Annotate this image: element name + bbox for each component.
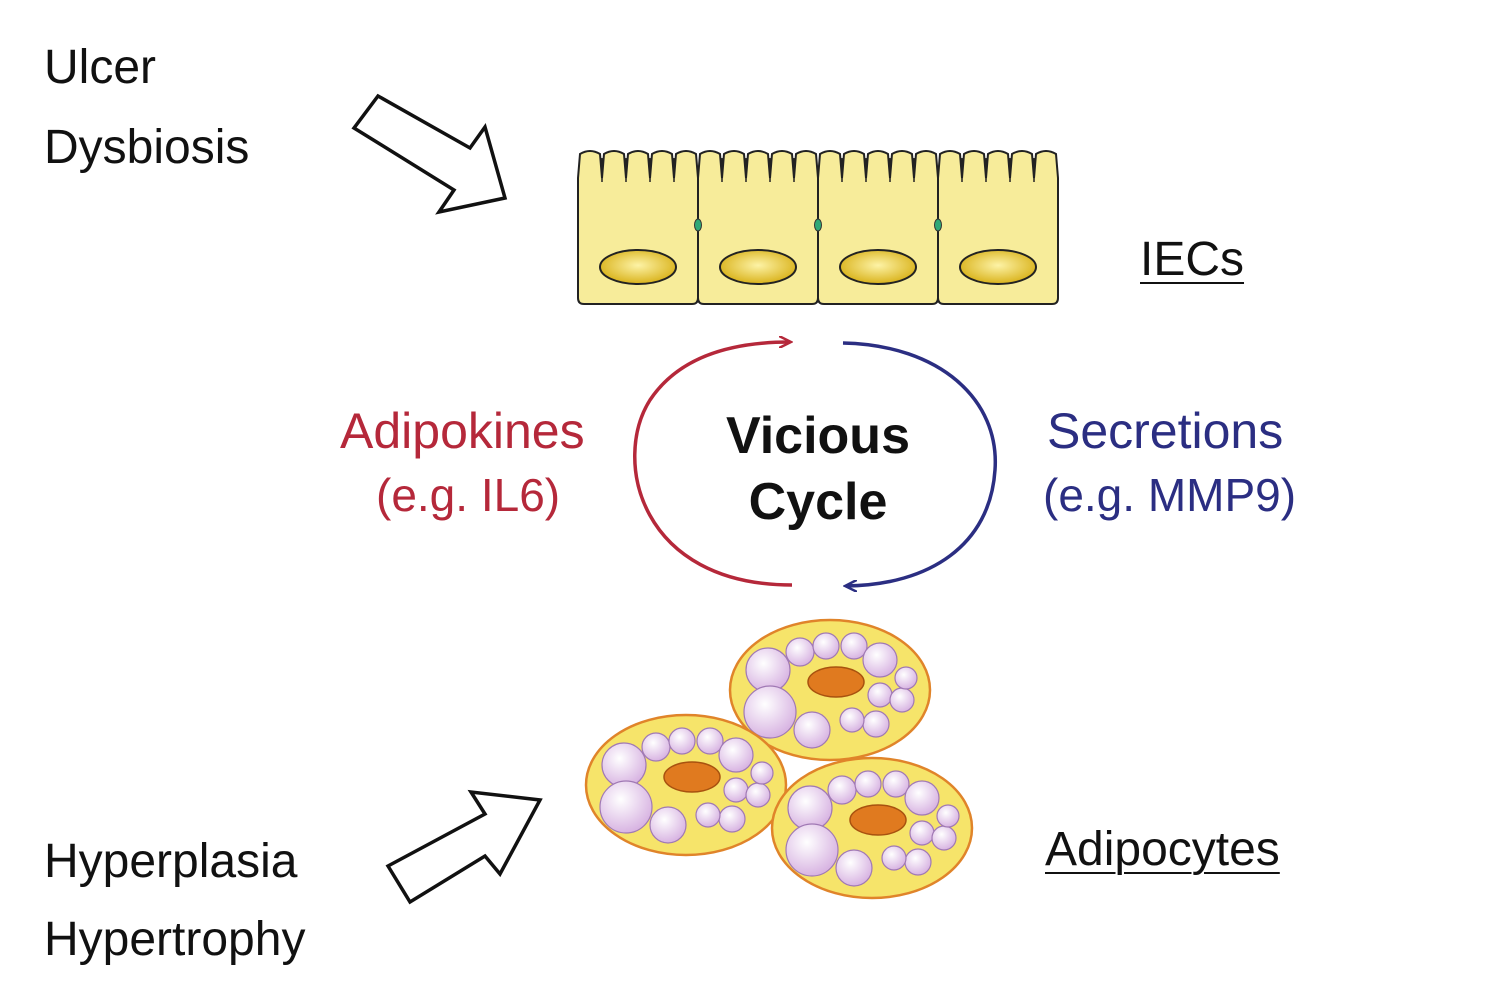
lipid-droplet <box>785 637 815 667</box>
tight-junction <box>694 218 702 232</box>
center-line2: Cycle <box>748 473 888 531</box>
lipid-droplet <box>835 849 873 887</box>
iec-label: IECs <box>1140 233 1245 286</box>
lipid-droplet <box>668 727 696 755</box>
lipid-droplet <box>827 775 857 805</box>
lipid-droplet <box>695 802 721 828</box>
lipid-droplet <box>894 666 918 690</box>
arrow-upper-left <box>351 93 508 215</box>
epithelial-cell <box>934 150 1059 305</box>
lipid-droplet <box>785 823 839 877</box>
lipid-droplet <box>882 770 910 798</box>
cell-nucleus <box>599 249 677 285</box>
lipid-droplet <box>787 785 833 831</box>
lipid-droplet <box>904 848 932 876</box>
lipid-droplet <box>867 682 893 708</box>
lipid-droplet <box>881 845 907 871</box>
adipokines-arrow <box>633 342 792 587</box>
epithelial-cell <box>814 150 939 305</box>
adipocyte <box>584 713 788 857</box>
center-line1: Vicious <box>725 407 910 465</box>
cause-dysbiosis: Dysbiosis <box>44 121 250 174</box>
lipid-droplet <box>696 727 724 755</box>
adipocyte-label: Adipocytes <box>1045 823 1280 876</box>
lipid-droplet <box>793 711 831 749</box>
lipid-droplet <box>745 647 791 693</box>
adipocyte <box>770 756 974 900</box>
lipid-droplet <box>743 685 797 739</box>
lipid-droplet <box>854 770 882 798</box>
lipid-droplet <box>839 707 865 733</box>
cause-hyperplasia: Hyperplasia <box>44 835 298 888</box>
adipocyte-nucleus <box>807 666 865 698</box>
arrow-lower-left <box>385 789 543 905</box>
lipid-droplet <box>718 805 746 833</box>
lipid-droplet <box>812 632 840 660</box>
cell-nucleus <box>719 249 797 285</box>
tight-junction <box>814 218 822 232</box>
lipid-droplet <box>641 732 671 762</box>
lipid-droplet <box>909 820 935 846</box>
lipid-droplet <box>718 737 754 773</box>
cell-nucleus <box>839 249 917 285</box>
secretions-example: (e.g. MMP9) <box>1043 469 1297 521</box>
epithelial-cell <box>577 150 699 305</box>
cause-hypertrophy: Hypertrophy <box>44 913 306 966</box>
lipid-droplet <box>889 687 915 713</box>
lipid-droplet <box>745 782 771 808</box>
lipid-droplet <box>723 777 749 803</box>
lipid-droplet <box>936 804 960 828</box>
lipid-droplet <box>862 710 890 738</box>
secretions-arrow <box>843 341 997 586</box>
adipocytes-cluster <box>584 618 974 900</box>
intestinal-epithelial-cells <box>577 150 1059 305</box>
lipid-droplet <box>750 761 774 785</box>
tight-junction <box>934 218 942 232</box>
lipid-droplet <box>601 742 647 788</box>
lipid-droplet <box>599 780 653 834</box>
cause-ulcer: Ulcer <box>44 41 157 94</box>
secretions-title: Secretions <box>1047 403 1284 459</box>
cell-nucleus <box>959 249 1037 285</box>
lipid-droplet <box>649 806 687 844</box>
lipid-droplet <box>862 642 898 678</box>
adipocyte-nucleus <box>849 804 907 836</box>
lipid-droplet <box>904 780 940 816</box>
adipokines-example: (e.g. IL6) <box>376 469 561 521</box>
lipid-droplet <box>840 632 868 660</box>
adipocyte <box>728 618 932 762</box>
lipid-droplet <box>931 825 957 851</box>
adipocyte-nucleus <box>663 761 721 793</box>
adipokines-title: Adipokines <box>340 403 585 459</box>
epithelial-cell <box>694 150 819 305</box>
